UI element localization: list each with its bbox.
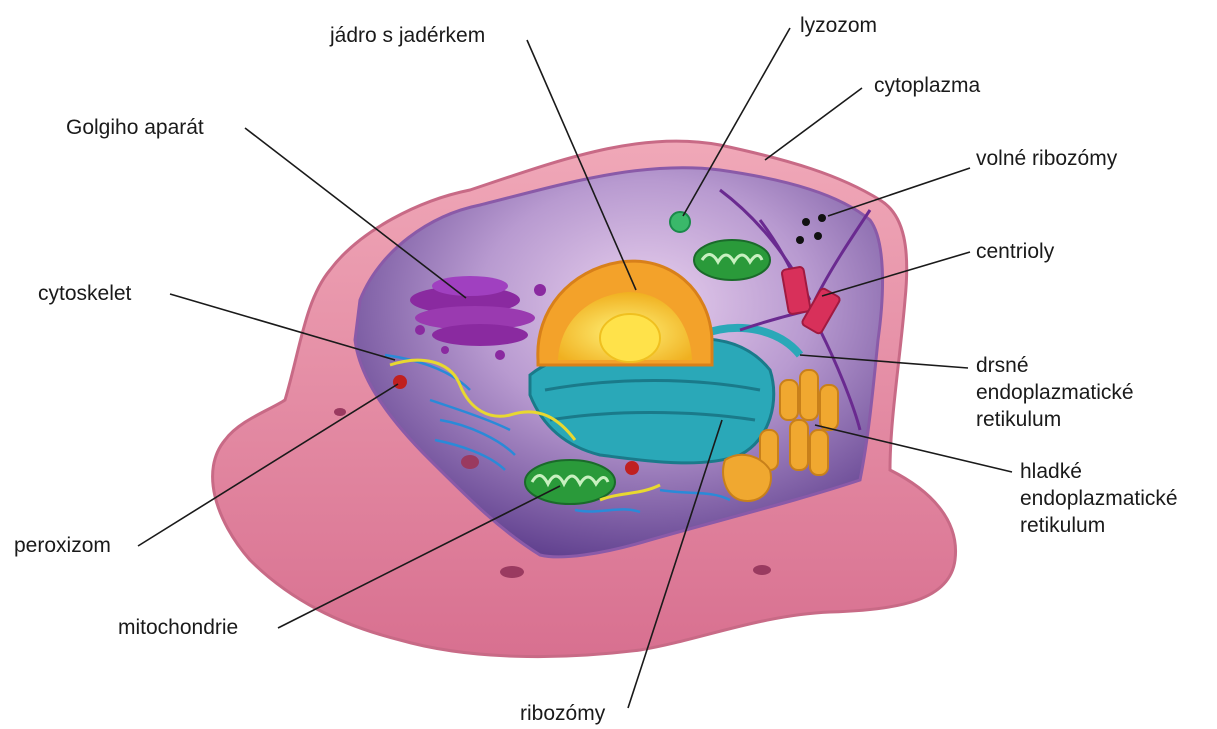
leader-cytoplasm bbox=[765, 88, 862, 160]
label-free-ribosomes: volné ribozómy bbox=[976, 145, 1117, 172]
label-smooth-er: hladké endoplazmatické retikulum bbox=[1020, 458, 1178, 539]
label-lysosome: lyzozom bbox=[800, 12, 877, 39]
label-rough-er-line2: endoplazmatické bbox=[976, 379, 1134, 406]
label-rough-er: drsné endoplazmatické retikulum bbox=[976, 352, 1134, 433]
label-nucleus: jádro s jadérkem bbox=[330, 22, 485, 49]
peroxisome-dot-2 bbox=[625, 461, 639, 475]
label-mitochondria: mitochondrie bbox=[118, 614, 238, 641]
membrane-pore bbox=[461, 455, 479, 469]
label-rough-er-line3: retikulum bbox=[976, 406, 1134, 433]
label-golgi: Golgiho aparát bbox=[66, 114, 204, 141]
mitochondrion-top bbox=[694, 240, 770, 280]
label-cytoskeleton: cytoskelet bbox=[38, 280, 131, 307]
label-smooth-er-line3: retikulum bbox=[1020, 512, 1178, 539]
label-cytoplasm: cytoplazma bbox=[874, 72, 980, 99]
membrane-pore bbox=[753, 565, 771, 575]
label-peroxisome: peroxizom bbox=[14, 532, 111, 559]
label-smooth-er-line2: endoplazmatické bbox=[1020, 485, 1178, 512]
membrane-pore bbox=[500, 566, 524, 578]
label-smooth-er-line1: hladké bbox=[1020, 458, 1178, 485]
peroxisome-dot bbox=[393, 375, 407, 389]
nucleolus bbox=[600, 314, 660, 362]
label-rough-er-line1: drsné bbox=[976, 352, 1134, 379]
membrane-pore bbox=[334, 408, 346, 416]
label-ribosomes: ribozómy bbox=[520, 700, 605, 727]
lysosome-dot bbox=[670, 212, 690, 232]
label-centrioles: centrioly bbox=[976, 238, 1054, 265]
